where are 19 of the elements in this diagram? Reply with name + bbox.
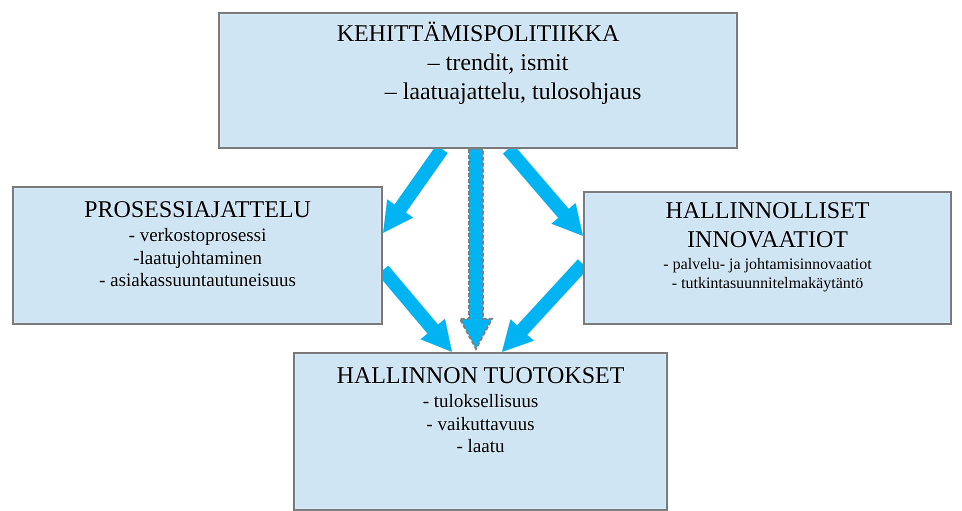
concept-box bbox=[293, 352, 668, 511]
list-item: - asiakassuuntautuneisuus bbox=[99, 270, 296, 294]
concept-box bbox=[12, 186, 383, 325]
box-heading: KEHITTÄMISPOLITIIKKA bbox=[336, 20, 620, 49]
list-item: – trendit, ismit bbox=[428, 48, 568, 78]
box-heading: HALLINNOLLISET INNOVAATIOT bbox=[664, 197, 870, 255]
box-heading: HALLINNON TUOTOKSET bbox=[336, 362, 624, 391]
list-item: -laatujohtaminen bbox=[133, 248, 262, 270]
list-item: - verkostoprosessi bbox=[128, 224, 266, 248]
concept-box bbox=[218, 12, 738, 149]
list-item: - vaikuttavuus bbox=[426, 414, 535, 436]
list-item: - tutkintasuunnitelmakäytäntö bbox=[672, 274, 864, 293]
concept-box bbox=[583, 191, 952, 325]
list-item: - palvelu- ja johtamisinnovaatiot bbox=[663, 254, 872, 274]
list-item: - laatu bbox=[456, 436, 504, 460]
list-item: – laatuajattelu, tulosohjaus bbox=[384, 78, 642, 106]
list-item: - tuloksellisuus bbox=[422, 390, 538, 414]
box-heading: PROSESSIAJATTELU bbox=[84, 196, 311, 225]
block-arrow bbox=[458, 148, 494, 351]
